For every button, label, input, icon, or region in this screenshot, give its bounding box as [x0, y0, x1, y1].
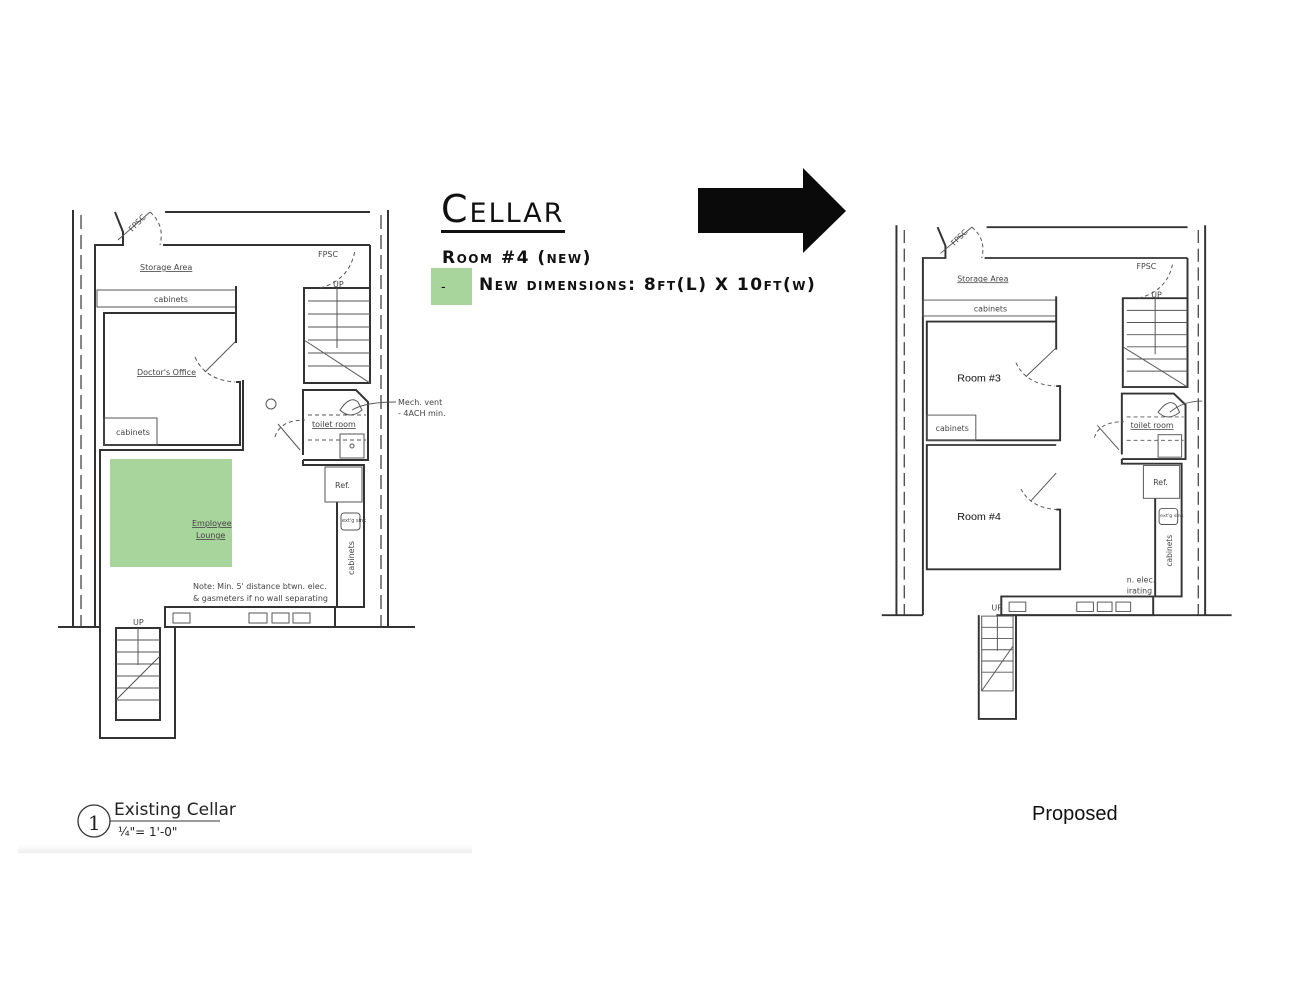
legend-dimensions: New dimensions: 8ft(L) X 10ft(w) [479, 275, 817, 295]
fpsc-door-label: FPSC [127, 213, 148, 234]
caption-number: 1 [88, 811, 101, 835]
mech-vent-label-2: - 4ACH min. [398, 409, 446, 418]
caption-title: Existing Cellar [114, 800, 236, 820]
arrow-right-icon [698, 168, 846, 253]
note-line-1: Note: Min. 5' distance btwn. elec. [193, 582, 327, 591]
room-3-label: Room #3 [957, 373, 1001, 385]
proposed-caption: Proposed [1032, 803, 1118, 825]
cabinets-small-label: cabinets [116, 428, 150, 437]
ref-label: Ref. [335, 481, 350, 490]
note-line-1: n. elec. [1127, 576, 1156, 585]
employee-lounge-label-2: Lounge [196, 531, 225, 540]
caption-scale: ¼"= 1'-0" [118, 825, 177, 839]
cabinets-label: cabinets [974, 304, 1007, 313]
note-line-2: & gasmeters if no wall separating [193, 594, 328, 603]
cabinets-side-label: cabinets [347, 541, 356, 575]
legend-subtitle: Room #4 (new) [442, 248, 592, 268]
existing-cellar-caption: 1 Existing Cellar ¼"= 1'-0" [77, 800, 236, 839]
ref-label: Ref. [1153, 478, 1168, 487]
doctors-office-label: Doctor's Office [137, 368, 196, 377]
cabinets-small-label: cabinets [936, 424, 969, 433]
room-4-label: Room #4 [957, 511, 1001, 523]
legend-swatch: - [431, 268, 472, 305]
cabinets-side-label: cabinets [1165, 535, 1174, 567]
up-label: UP [1151, 290, 1162, 299]
note-line-2: irating [1127, 587, 1153, 596]
cabinets-label: cabinets [154, 295, 188, 304]
existing-cellar-plan: Storage Area FPSC FPSC cabinets Doctor's… [58, 210, 446, 739]
storage-area-label: Storage Area [957, 275, 1008, 284]
fpsc-door-label: FPSC [949, 228, 969, 247]
fpsc-label: FPSC [1137, 262, 1157, 271]
mech-vent-label: Mech. vent [398, 398, 442, 407]
storage-area-label: Storage Area [140, 263, 192, 272]
up-label: UP [333, 280, 344, 289]
sink-label: ext'g sink [342, 518, 366, 524]
up-bottom-label: UP [992, 604, 1003, 613]
legend-title: Cellar [441, 187, 565, 233]
room-4-highlight [110, 459, 232, 567]
employee-lounge-label: Employee [192, 519, 232, 528]
up-bottom-label: UP [133, 618, 144, 627]
proposed-plan: Storage Area FPSC FPSC cabinets Room #3 … [881, 225, 1232, 720]
fpsc-label: FPSC [318, 250, 339, 259]
toilet-room-label: toilet room [312, 420, 356, 429]
sink-label: ext'g sink [1160, 513, 1184, 519]
toilet-room-label: toilet room [1131, 421, 1174, 430]
